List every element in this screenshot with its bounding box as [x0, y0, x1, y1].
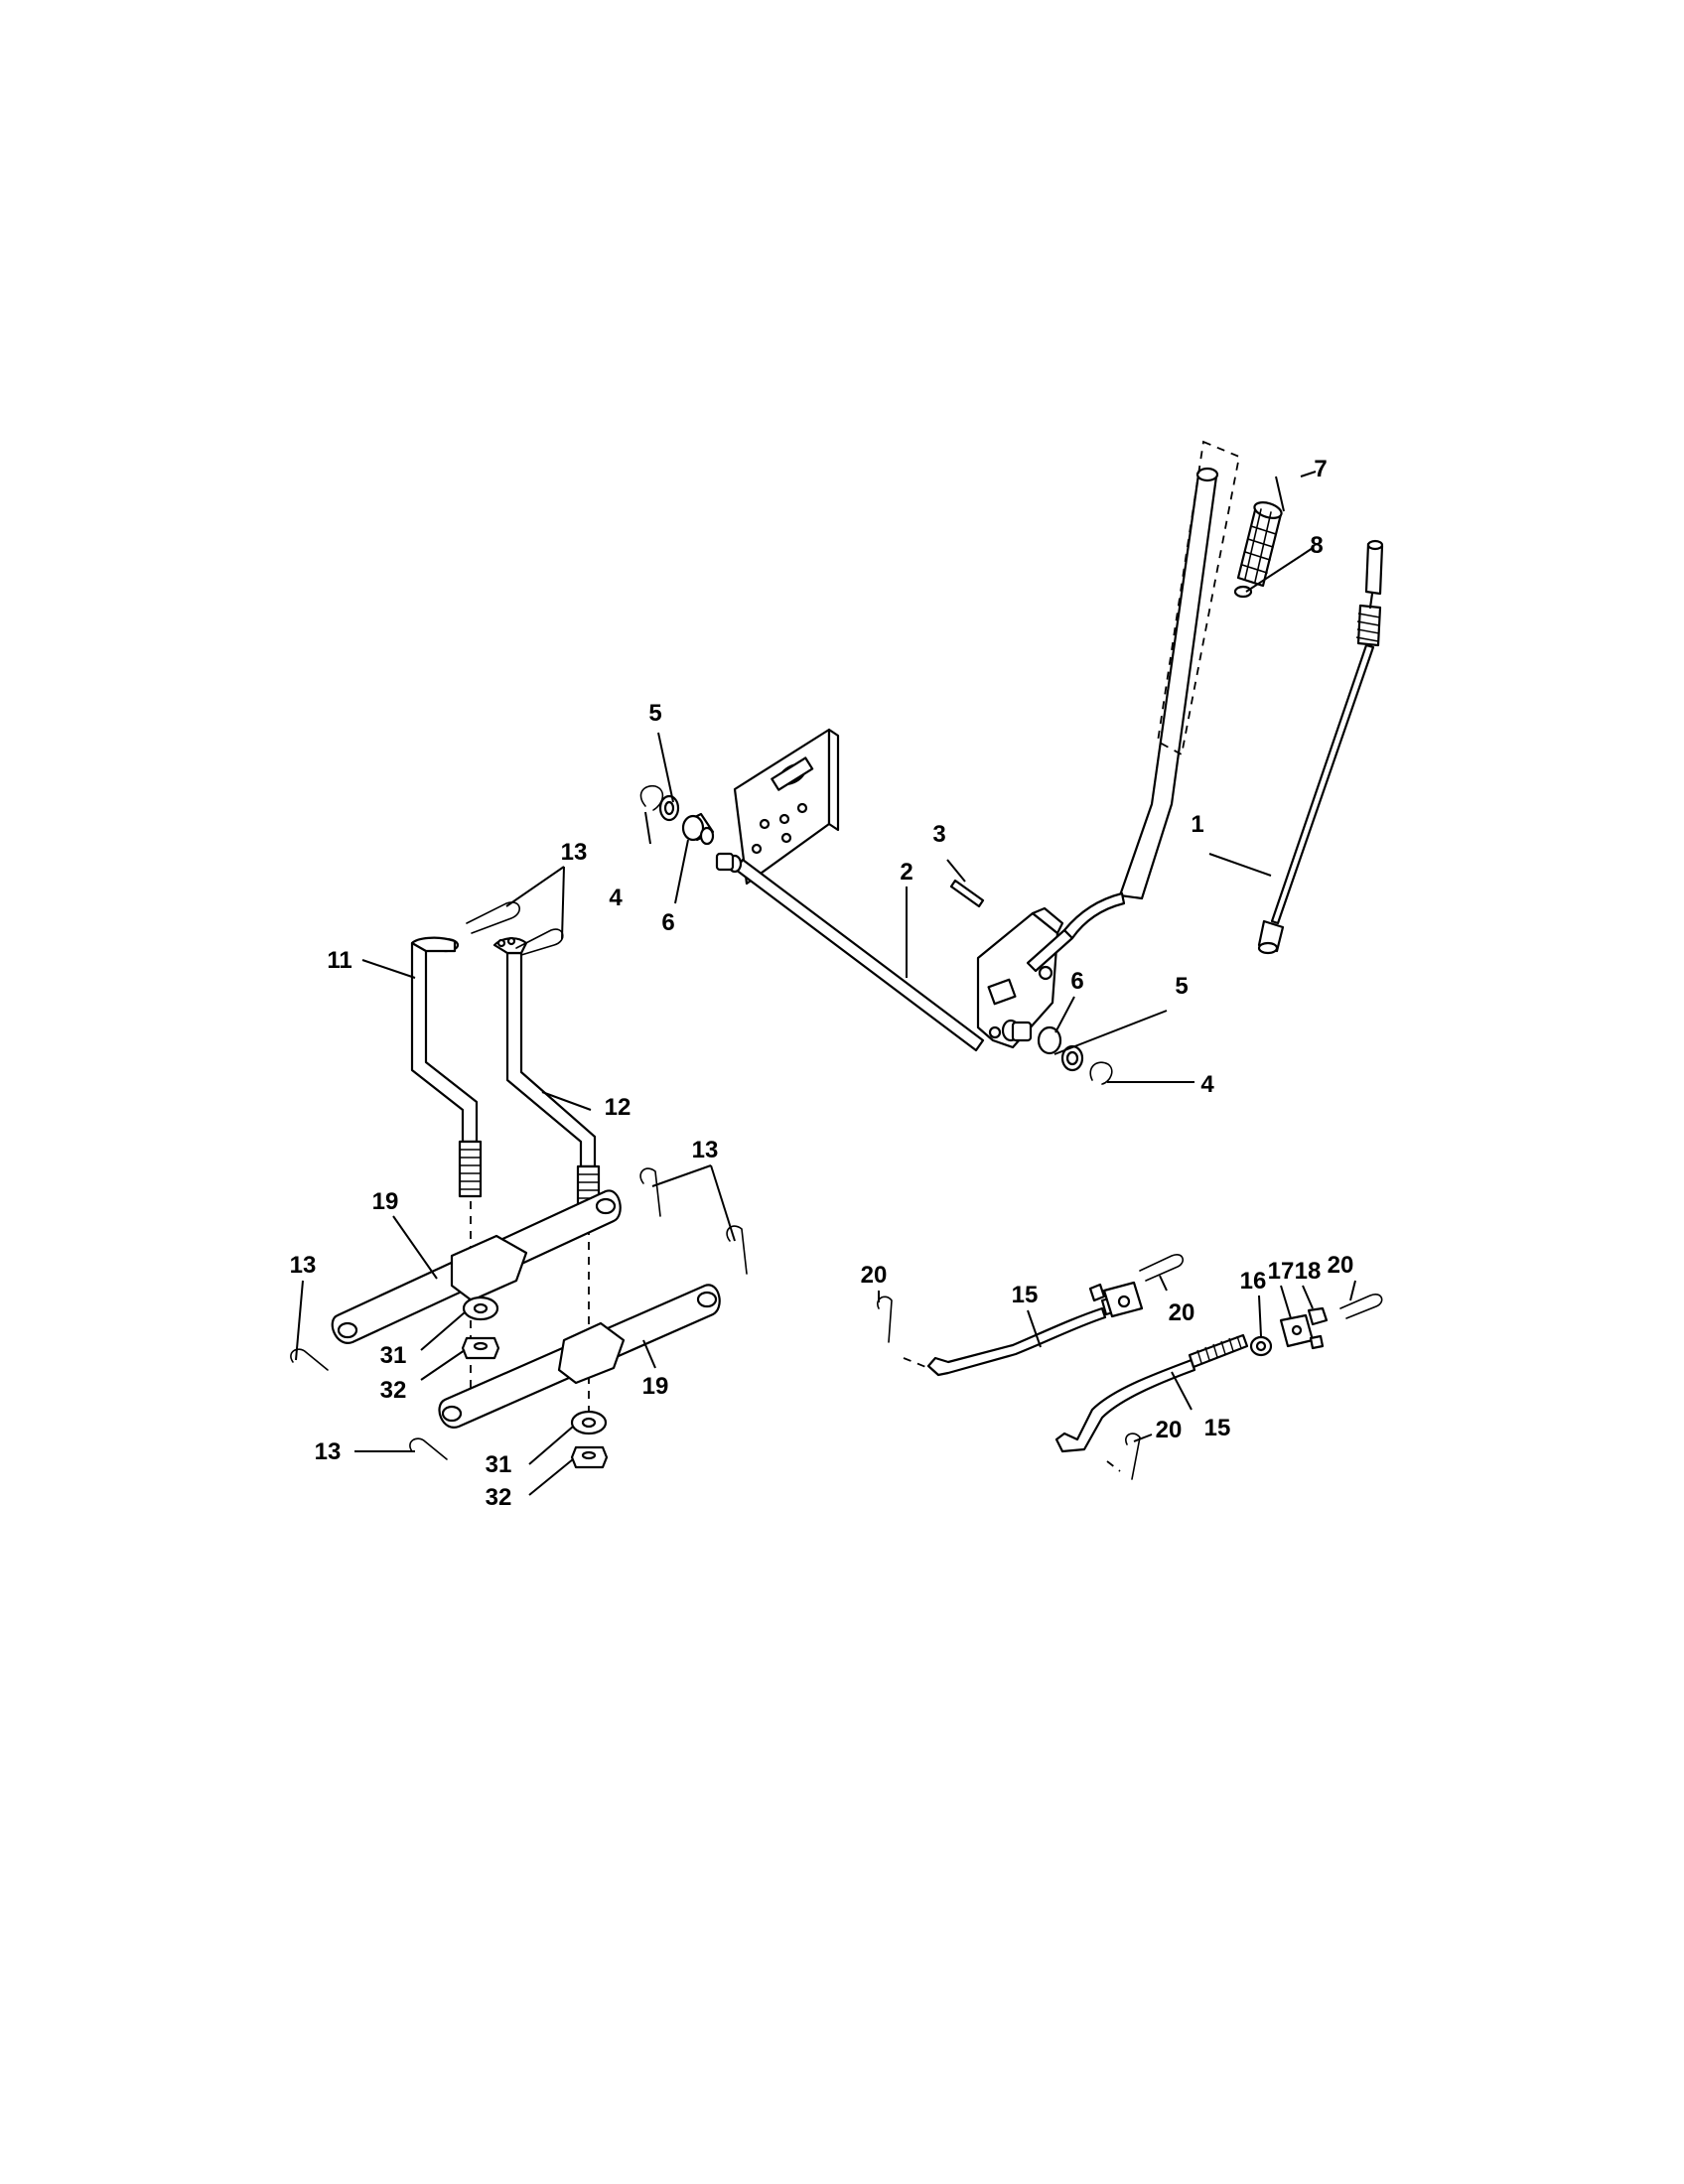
callout-31-upper: 31 — [380, 1342, 407, 1369]
callout-20-right: 20 — [1328, 1252, 1354, 1279]
callout-6-left: 6 — [661, 909, 674, 936]
callout-19-lower: 19 — [642, 1373, 669, 1400]
callout-13-arms: 13 — [692, 1137, 719, 1163]
callout-1: 1 — [1191, 811, 1203, 838]
callout-2: 2 — [900, 859, 912, 886]
adjuster-hardware — [1249, 1306, 1329, 1357]
washer-nut-lower — [570, 1410, 609, 1469]
callouts: 1 2 3 4 4 5 5 6 6 7 8 11 12 13 13 13 13 … — [290, 456, 1354, 1511]
lift-shaft-assembly — [715, 440, 1241, 1052]
lift-rod — [1257, 539, 1384, 955]
callout-8: 8 — [1310, 532, 1323, 559]
leader-lines — [295, 471, 1356, 1496]
callout-13-left: 13 — [290, 1252, 317, 1279]
callout-4-right: 4 — [1200, 1071, 1214, 1098]
hair-pin-clips-20 — [877, 1254, 1383, 1480]
callout-4-left: 4 — [609, 885, 623, 911]
handle-grip — [1236, 501, 1283, 588]
callout-15-upper: 15 — [1012, 1282, 1039, 1308]
callout-18: 18 — [1295, 1258, 1322, 1285]
callout-6-right: 6 — [1070, 968, 1083, 995]
lift-arm-upper — [331, 1189, 622, 1344]
callout-16: 16 — [1240, 1268, 1267, 1295]
callout-5-right: 5 — [1175, 973, 1188, 1000]
callout-20-left: 20 — [861, 1262, 888, 1289]
callout-3: 3 — [932, 821, 945, 848]
lift-link-11 — [410, 936, 483, 1198]
callout-5-left: 5 — [648, 700, 661, 727]
link-rod-upper — [926, 1281, 1144, 1377]
grip-plug — [1233, 585, 1253, 599]
link-rod-lower — [1054, 1333, 1249, 1453]
callout-20-mid: 20 — [1169, 1299, 1195, 1326]
lift-link-12 — [492, 936, 601, 1225]
callout-11: 11 — [327, 947, 351, 974]
callout-32-lower: 32 — [486, 1484, 512, 1511]
callout-31-lower: 31 — [486, 1451, 512, 1478]
callout-32-upper: 32 — [380, 1377, 407, 1404]
callout-15-lower: 15 — [1204, 1415, 1231, 1441]
callout-7: 7 — [1314, 456, 1327, 482]
callout-12: 12 — [605, 1094, 632, 1121]
callout-20-lower: 20 — [1156, 1417, 1183, 1443]
washer-nut-upper — [461, 1296, 500, 1360]
callout-19-upper: 19 — [372, 1188, 399, 1215]
cotter-pin-3 — [949, 879, 985, 908]
lift-arm-lower — [438, 1284, 721, 1429]
right-end-hardware — [1001, 1019, 1113, 1085]
left-end-hardware — [639, 784, 715, 846]
callout-13-top: 13 — [561, 839, 588, 866]
callout-17: 17 — [1268, 1258, 1295, 1285]
callout-13-bottom: 13 — [315, 1438, 342, 1465]
